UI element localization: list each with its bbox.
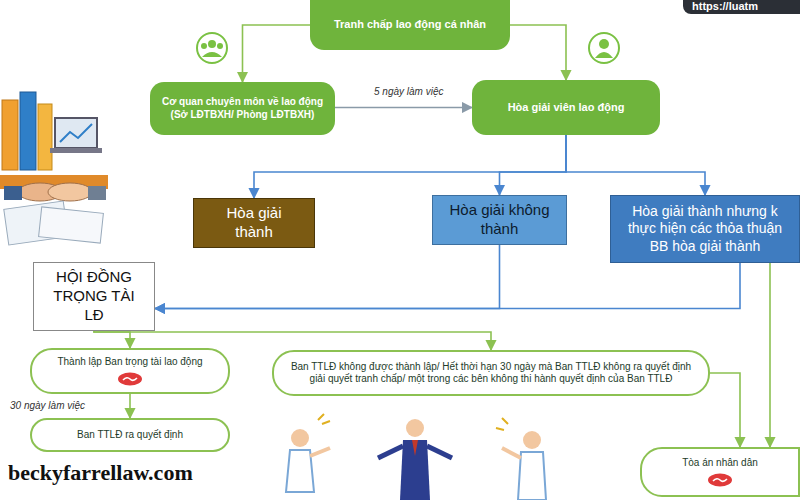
council-box: HỘI ĐỒNG TRỌNG TÀI LĐ [33, 262, 155, 331]
sleeve [4, 186, 22, 200]
node-text: Tòa án nhân dân [682, 457, 758, 470]
flow-arrow [710, 373, 740, 447]
office-illustration [0, 92, 108, 245]
body [286, 450, 314, 492]
outcome-box: Hòa giải thành nhưng k thực hiện các thỏ… [610, 195, 800, 263]
icon-body [595, 52, 613, 58]
paper [39, 207, 104, 243]
people-illustration [286, 414, 546, 500]
arm [502, 448, 521, 458]
arm [427, 446, 452, 458]
outcome-box: Hòa giải không thành [432, 195, 567, 245]
arm [378, 446, 403, 458]
icon-head [599, 39, 609, 49]
node-text: Ban TTLĐ không được thành lập/ Hết thời … [286, 361, 696, 386]
laptop-screen [55, 118, 97, 148]
gesture-mark [496, 418, 508, 430]
node-text: Hòa giải viên lao động [508, 101, 625, 115]
flow-arrow [769, 263, 771, 447]
step-box: Thành lập Ban trọng tài lao động [30, 348, 230, 394]
outcome-box: Hòa giải thành [193, 198, 315, 248]
tie [412, 440, 418, 456]
binder [20, 92, 36, 170]
icon-head [201, 43, 207, 49]
flow-arrow [243, 25, 311, 82]
body [518, 452, 546, 500]
node-text: HỘI ĐỒNG TRỌNG TÀI LĐ [46, 268, 142, 324]
head [291, 429, 309, 447]
court-box: Tòa án nhân dân [640, 447, 800, 497]
group-icon [197, 33, 227, 63]
badge-ground [708, 473, 732, 486]
suit [400, 440, 430, 500]
edge-label: 5 ngày làm việc [372, 86, 445, 97]
sleeve [88, 186, 106, 200]
hand [48, 183, 92, 201]
badge-ground [118, 372, 142, 385]
agency-box: Cơ quan chuyên môn về lao động (Sở LĐTBX… [150, 82, 335, 135]
node-text: Cơ quan chuyên môn về lao động (Sở LĐTBX… [162, 96, 323, 121]
chart-line [60, 124, 92, 142]
binder [38, 104, 52, 170]
icon-body [202, 52, 222, 57]
url-watermark: https://luatm [692, 0, 758, 12]
edge-label: 30 ngày làm việc [8, 400, 87, 411]
badge-mark [123, 377, 137, 380]
condition-box: Ban TTLĐ không được thành lập/ Hết thời … [272, 350, 710, 396]
site-watermark: beckyfarrellaw.com [8, 460, 193, 486]
node-text: Thành lập Ban trọng tài lao động [57, 356, 202, 369]
flow-arrow [129, 394, 131, 418]
icon-head [208, 40, 216, 48]
decision-box: Ban TTLĐ ra quyết định [30, 418, 230, 452]
start-box: Tranh chấp lao động cá nhân [310, 0, 510, 50]
flow-arrow [566, 135, 705, 195]
head [406, 419, 424, 437]
icon-ring [589, 33, 619, 63]
node-text: Hòa giải thành [206, 204, 302, 242]
badge-mark [713, 478, 727, 481]
laptop-base [50, 148, 102, 153]
handshake-badge [707, 473, 733, 487]
node-text: Hòa giải thành nhưng k thực hiện các thỏ… [623, 203, 787, 256]
mediator-box: Hòa giải viên lao động [472, 80, 660, 135]
person-icon [589, 33, 619, 63]
icon-ring [197, 33, 227, 63]
node-text: Hòa giải không thành [445, 201, 554, 239]
node-text: Ban TTLĐ ra quyết định [77, 429, 183, 442]
flow-arrow [500, 135, 567, 195]
node-text: Tranh chấp lao động cá nhân [334, 18, 486, 32]
icon-head [217, 43, 223, 49]
head [523, 431, 541, 449]
flow-arrow [335, 107, 472, 109]
arm [310, 448, 330, 456]
flow-arrow [155, 263, 740, 309]
binder [2, 100, 18, 170]
gesture-mark [318, 414, 330, 424]
handshake-badge [117, 372, 143, 386]
flow-arrow [94, 331, 130, 348]
flow-arrow [254, 135, 566, 198]
flow-arrow [155, 245, 500, 309]
url-pill [683, 0, 800, 14]
flow-arrow [510, 25, 566, 80]
